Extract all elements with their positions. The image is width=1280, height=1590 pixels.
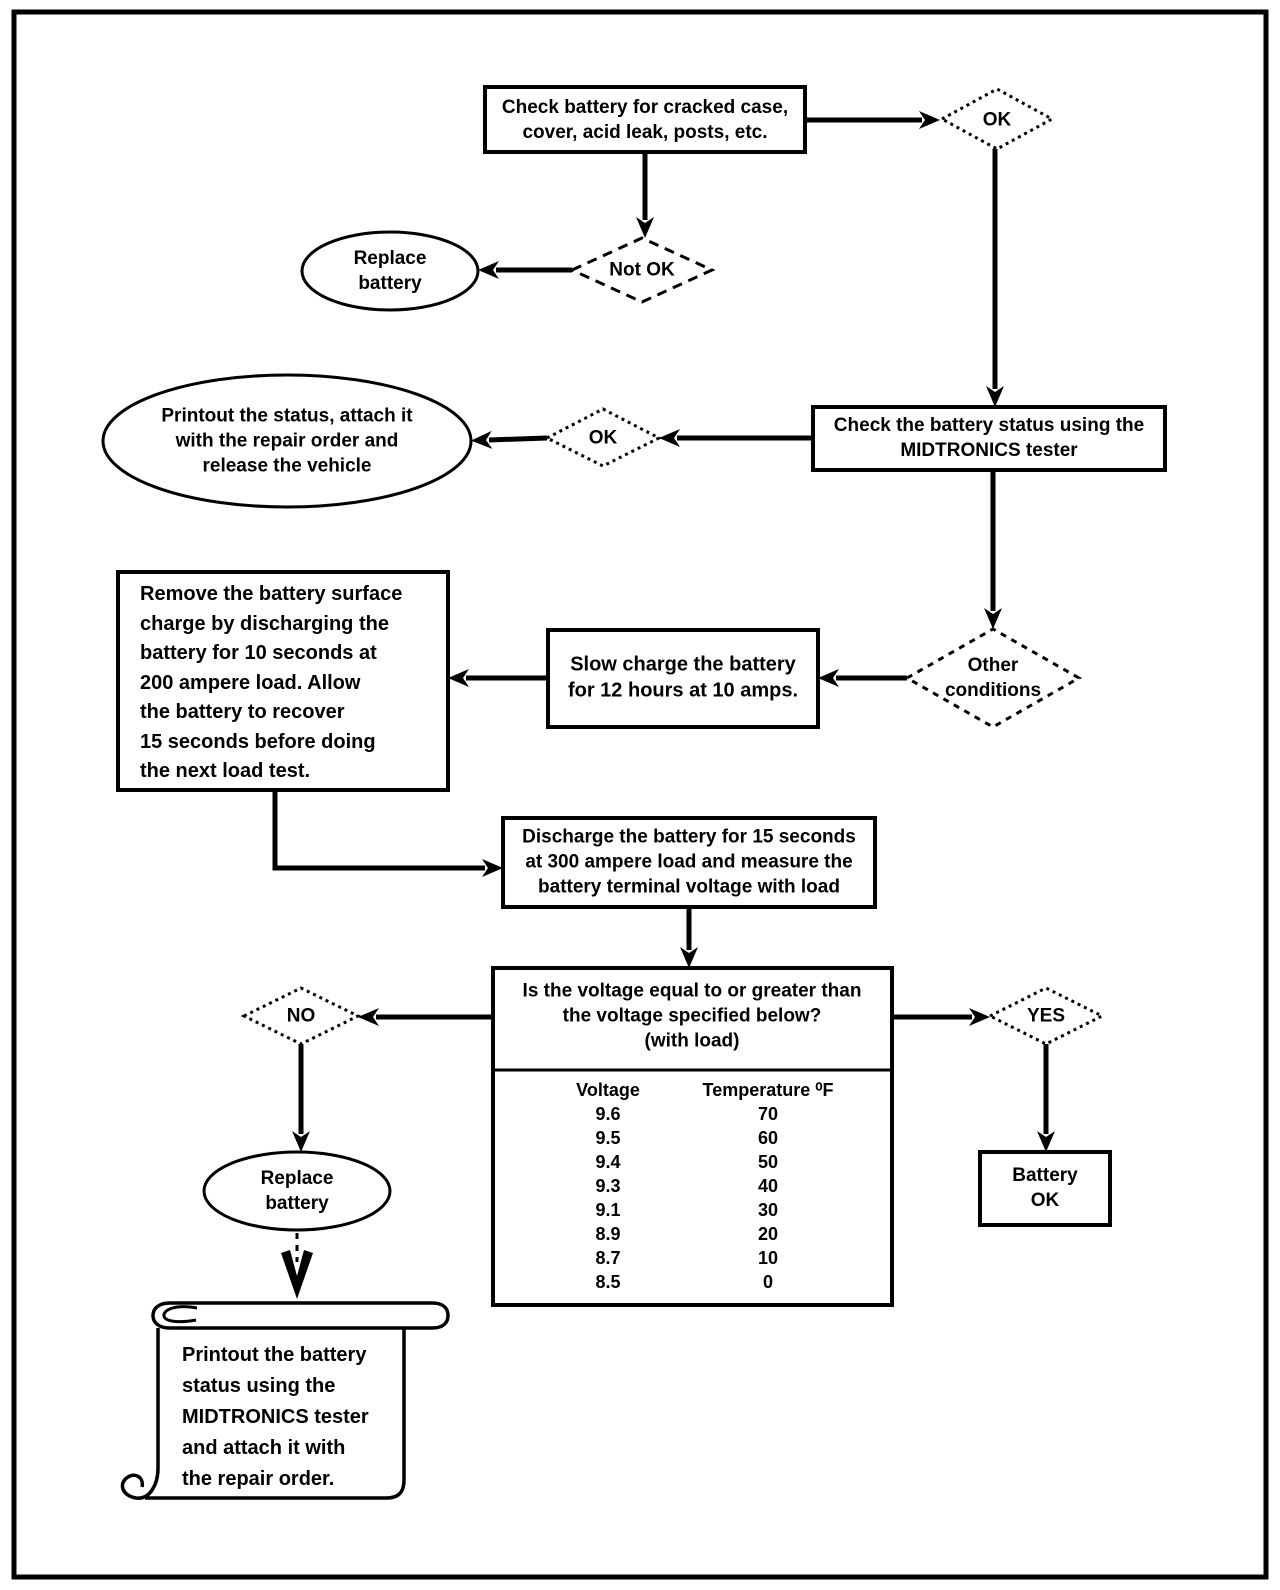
replace-battery-bottom-label: Replace battery [260, 1167, 334, 1214]
voltage-question-label: Is the voltage equal to or greater than … [522, 980, 862, 1052]
replace-battery-bottom-ellipse [202, 1150, 392, 1232]
voltage-question-box [491, 966, 894, 1307]
scroll-tube-curl [162, 1305, 198, 1324]
discharge-measure-label: Discharge the battery for 15 seconds at … [522, 826, 856, 898]
scroll-tube [151, 1301, 450, 1330]
scribble-arrowhead [281, 1250, 313, 1299]
arrow-remove-to-discharge [272, 790, 503, 877]
check-status-label: Check the battery status using the MIDTR… [833, 414, 1145, 461]
printout-release-ellipse [101, 373, 473, 509]
table-cell: 70 [757, 1104, 779, 1124]
voltage-temperature-table: Voltage Temperature ⁰F 9.6 70 9.5 60 9.4… [533, 1078, 853, 1294]
yes-label: YES [1026, 1005, 1066, 1027]
remove-surface-charge-label: Remove the battery surface charge by dis… [140, 583, 403, 782]
page-border [11, 9, 1269, 1580]
arrow-okmid-to-printout [471, 430, 548, 449]
ok-mid-label: OK [588, 427, 618, 449]
table-cell: 9.1 [595, 1200, 621, 1220]
table-cell: 20 [757, 1224, 779, 1244]
table-cell: 10 [757, 1248, 779, 1268]
table-cell: 9.6 [595, 1104, 621, 1124]
other-conditions-diamond [903, 627, 1083, 729]
battery-ok-box [978, 1150, 1112, 1227]
table-cell: 9.4 [595, 1152, 621, 1172]
table-cell: 40 [757, 1176, 779, 1196]
replace-battery-top-label: Replace battery [353, 247, 427, 294]
printout-release-label: Printout the status, attach it with the … [161, 405, 413, 477]
voltage-column-header: Voltage [576, 1080, 640, 1100]
table-cell: 30 [757, 1200, 779, 1220]
battery-ok-label: Battery OK [1012, 1164, 1078, 1211]
no-label: NO [286, 1005, 316, 1027]
table-cell: 8.9 [595, 1224, 621, 1244]
not-ok-label: Not OK [609, 259, 675, 281]
not-ok-diamond [568, 236, 716, 304]
slow-charge-label: Slow charge the battery for 12 hours at … [567, 653, 799, 702]
table-cell: 60 [757, 1128, 779, 1148]
table-cell: 8.5 [595, 1272, 621, 1292]
table-cell: 8.7 [595, 1248, 621, 1268]
ok-top-label: OK [982, 109, 1012, 131]
table-cell: 0 [762, 1272, 773, 1292]
scroll-body [120, 1328, 406, 1500]
check-battery-label: Check battery for cracked case, cover, a… [501, 96, 789, 143]
other-conditions-label: Other conditions [944, 654, 1042, 701]
printout-attach-label: Printout the battery status using the MI… [182, 1344, 369, 1490]
table-cell: 50 [757, 1152, 779, 1172]
temperature-column-header: Temperature ⁰F [702, 1080, 834, 1100]
table-cell: 9.3 [595, 1176, 621, 1196]
table-cell: 9.5 [595, 1128, 621, 1148]
